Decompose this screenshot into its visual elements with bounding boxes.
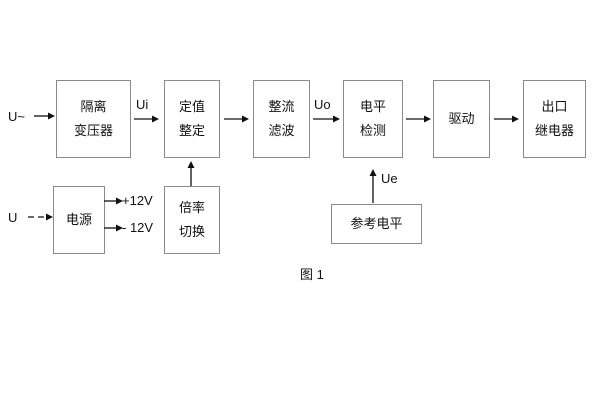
signal-label-uo: Uo [314,97,331,112]
arrow-reference-level-to-level-detection [368,168,378,204]
block-power-supply: 电源 [53,186,105,254]
arrow-drive-to-output-relay [494,114,520,124]
block-reference-level: 参考电平 [331,204,422,244]
figure-caption: 图 1 [300,267,324,282]
block-output-relay-line2: 继电器 [534,122,574,138]
block-output-relay-line1: 出口 [541,99,568,115]
block-isolation-transformer-line1: 隔离 [80,99,107,115]
signal-label-ui: Ui [136,97,149,112]
block-ratio-switch: 倍率 切换 [164,186,220,254]
arrow-ratio-switch-to-setting-value [186,160,196,187]
block-drive-line1: 驱动 [448,110,475,126]
block-isolation-transformer-line2: 变压器 [73,122,113,138]
block-isolation-transformer: 隔离 变压器 [56,80,131,158]
block-setting-value-line1: 定值 [178,99,205,115]
arrow-rectify-filter-to-level-detection [313,114,341,124]
arrow-u-dc-to-power-supply [28,212,55,222]
block-ratio-switch-line2: 切换 [178,223,205,239]
arrow-level-detection-to-drive [406,114,432,124]
supply-rail-label-positive: +12V [122,193,153,208]
block-rectify-filter: 整流 滤波 [253,80,310,158]
arrow-power-supply-rail-positive [104,196,124,206]
arrow-u-ac-to-isolation-transformer [34,111,56,121]
block-level-detection-line2: 检测 [359,122,386,138]
input-label-u-dc: U [8,210,18,225]
block-power-supply-line1: 电源 [65,211,92,227]
input-label-u-ac: U~ [8,109,25,124]
arrow-power-supply-rail-negative [104,223,124,233]
arrow-setting-value-to-rectify-filter [224,114,250,124]
block-rectify-filter-line1: 整流 [268,99,295,115]
block-output-relay: 出口 继电器 [523,80,586,158]
block-ratio-switch-line1: 倍率 [178,200,205,216]
block-drive: 驱动 [433,80,490,158]
signal-label-ue: Ue [381,171,398,186]
block-level-detection-line1: 电平 [359,99,386,115]
arrow-isolation-transformer-to-setting-value [134,114,160,124]
block-reference-level-line1: 参考电平 [350,215,403,231]
block-level-detection: 电平 检测 [343,80,403,158]
block-setting-value-line2: 整定 [178,122,205,138]
block-setting-value: 定值 整定 [164,80,220,158]
supply-rail-label-negative: - 12V [122,220,154,235]
block-rectify-filter-line2: 滤波 [268,122,295,138]
